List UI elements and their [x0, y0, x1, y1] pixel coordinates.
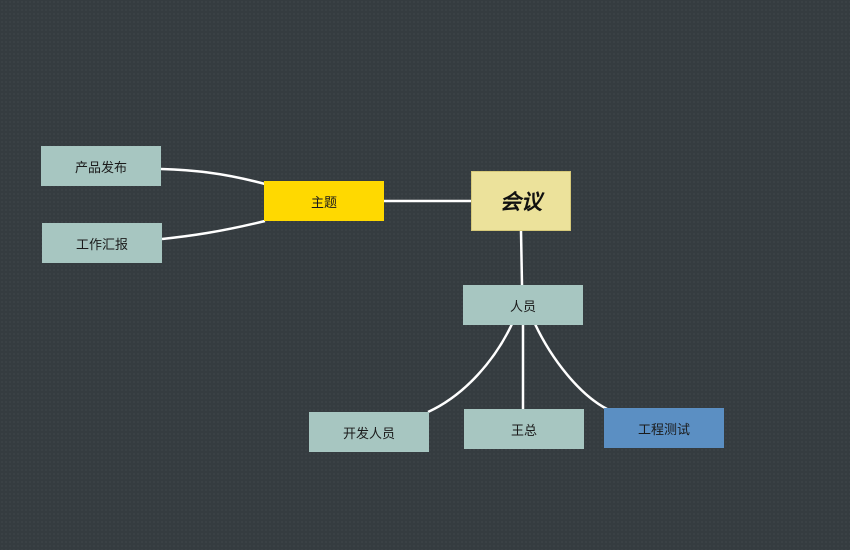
link-theme-product-launch [160, 167, 266, 186]
link-root-people [519, 230, 524, 286]
topic-manager-wang[interactable]: 王总 [464, 409, 584, 449]
topic-developers[interactable]: 开发人员 [309, 412, 429, 452]
topic-work-report[interactable]: 工作汇报 [42, 223, 162, 263]
root-node[interactable]: 会议 [471, 171, 571, 231]
link-people-qa-engineering [533, 323, 608, 411]
topic-theme[interactable]: 主题 [264, 181, 384, 221]
topic-people[interactable]: 人员 [463, 285, 583, 325]
topic-product-launch[interactable]: 产品发布 [41, 146, 161, 186]
link-theme-work-report [161, 219, 266, 241]
topic-qa-engineering[interactable]: 工程测试 [604, 408, 724, 448]
link-people-developers [427, 323, 514, 414]
